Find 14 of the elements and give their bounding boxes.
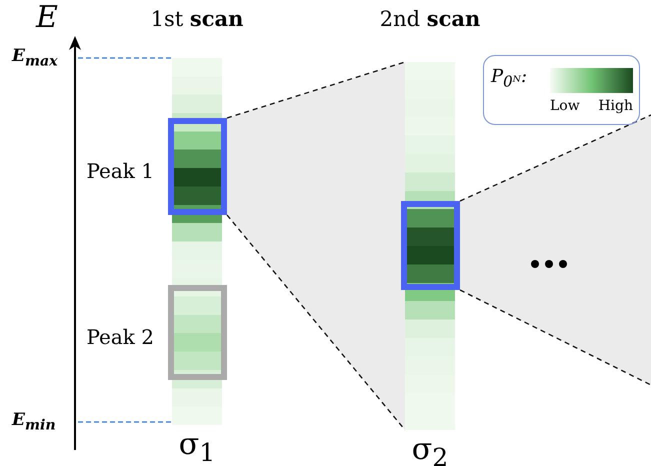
axis-label: E	[36, 0, 58, 35]
peak-label: Peak 2	[86, 324, 154, 348]
peak-label: Peak 1	[86, 158, 154, 182]
zoom-line	[459, 114, 651, 386]
legend-label: High	[598, 98, 633, 114]
peak-box	[401, 201, 460, 290]
legend-title: P$_{0ᴺ}$:	[491, 66, 528, 91]
axis-max-label: E$_{max}$	[12, 46, 58, 70]
scan-title: 2nd scan	[380, 6, 480, 31]
column-symbol: σ$_{1}$	[178, 427, 216, 466]
legend-label: Low	[550, 98, 580, 114]
scan-title: 1st scan	[150, 6, 244, 31]
column-symbol: σ$_{2}$	[412, 432, 448, 466]
axis-min-label: E$_{min}$	[12, 410, 56, 434]
